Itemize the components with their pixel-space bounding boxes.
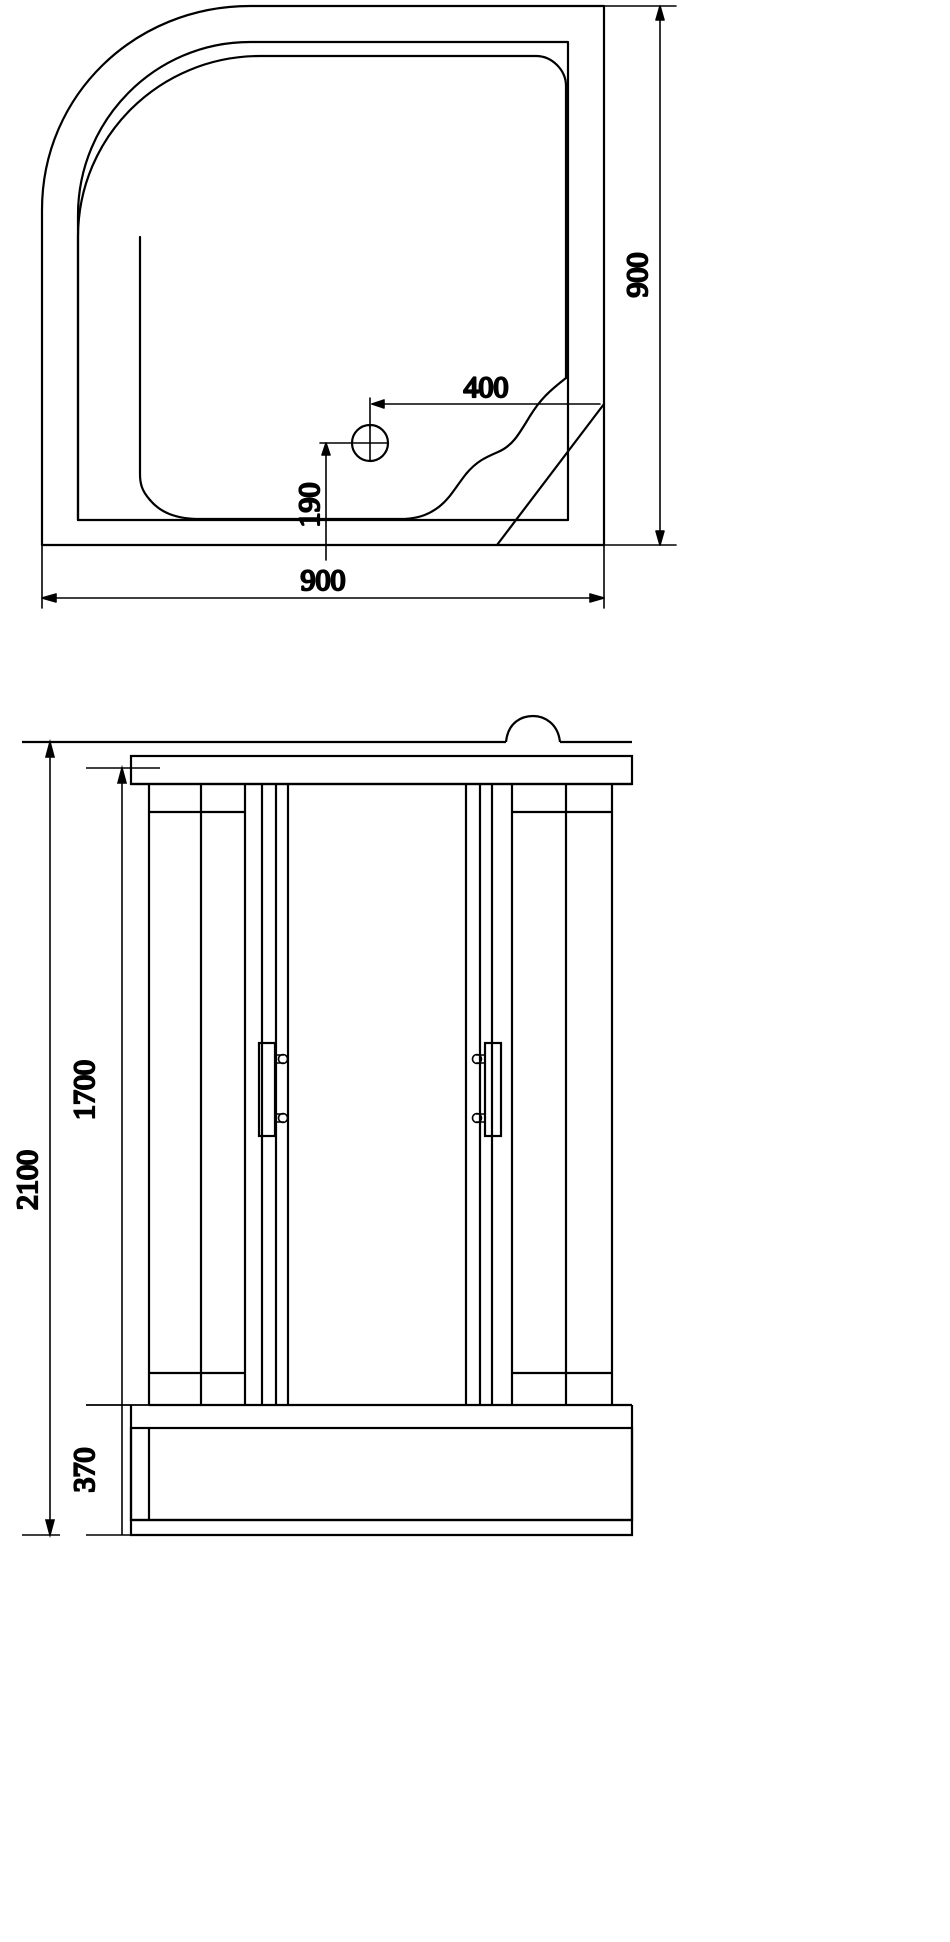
dimension-370-label: 370 [68, 1448, 101, 1493]
plan-view: 400 190 900 900 [40, 4, 677, 609]
header-rail-top [147, 784, 247, 812]
dim-900d-arrow-top [655, 5, 665, 21]
dimension-400-label: 400 [464, 371, 509, 404]
tray-basin-outline [76, 54, 568, 522]
handle-right-bar [483, 1041, 503, 1138]
base-tray-top-edge [129, 1428, 634, 1522]
tray-chamfer-edge [495, 402, 606, 547]
dimension-190-label: 190 [293, 483, 326, 528]
elevation-view: 2100 1700 370 [10, 714, 634, 1539]
dimension-2100-label: 2100 [11, 1150, 44, 1210]
handle-right-screw-top [471, 1053, 483, 1065]
handle-left-screw-top [277, 1053, 289, 1065]
dimension-400 [369, 397, 605, 429]
dimension-900-width-label: 900 [301, 564, 346, 597]
dim-900w-arrow-left [41, 593, 57, 603]
dim-400-arrow-left [371, 399, 385, 409]
drain-crosshair [351, 424, 389, 462]
base-tray-foot [129, 1520, 634, 1537]
dim-900d-arrow-bottom [655, 530, 665, 546]
dimension-370 [86, 1404, 160, 1536]
tray-basin-bottom [138, 235, 152, 502]
dim-2100-arrow-top [44, 738, 56, 758]
tray-inner-profile [76, 40, 570, 522]
handle-left-screw-bottom [277, 1112, 289, 1124]
header-rail-top-right [510, 784, 614, 812]
dim-900w-arrow-right [589, 593, 605, 603]
dimension-2100 [22, 738, 60, 1539]
dim-2100-arrow-bottom [44, 1519, 56, 1539]
tray-step-wavy-edge [148, 376, 568, 521]
dimension-900-width [41, 544, 605, 609]
dim-190-arrow-top [321, 442, 331, 456]
handle-left-bar [257, 1041, 277, 1138]
dimension-190 [319, 442, 353, 561]
dimension-900-depth [603, 5, 677, 546]
dim-1700-arrow-top [116, 764, 128, 784]
roof-vent-dome [504, 714, 562, 743]
sliding-door-right-frame [464, 784, 482, 1405]
tray-outer-profile [40, 4, 606, 547]
dimension-900-depth-label: 900 [621, 253, 654, 298]
door-handle-right [471, 1041, 503, 1138]
handle-right-screw-bottom [471, 1112, 483, 1124]
door-handle-left [257, 1041, 289, 1138]
dimension-1700-label: 1700 [68, 1060, 101, 1120]
